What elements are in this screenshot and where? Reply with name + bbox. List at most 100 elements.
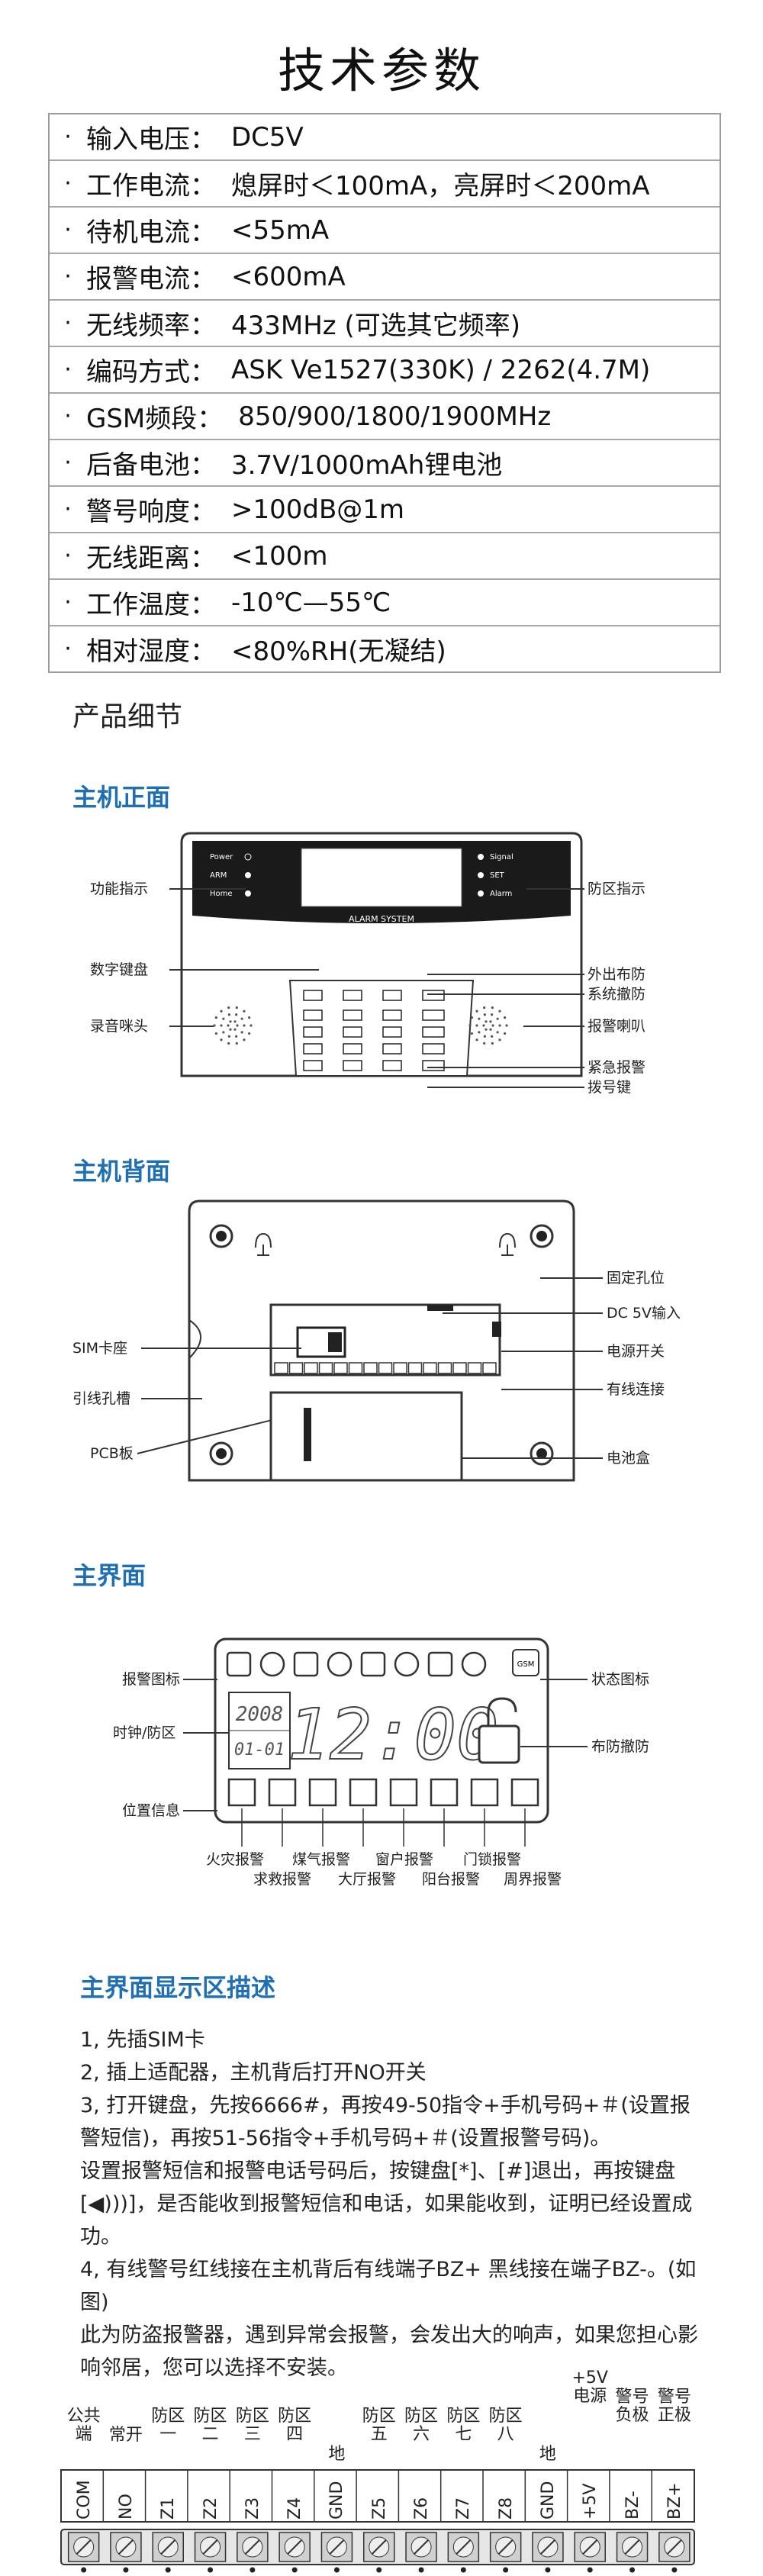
front-panel-diagram: Power ARM Home Signal SET Alarm ALARM SY… (180, 832, 583, 1077)
spec-row: · 编码方式： ASK Ve1527(330K) / 2262(4.7M) (50, 347, 720, 394)
spec-value: <80%RH(无凝结) (231, 636, 446, 667)
spec-row: ·输入电压：DC5V (50, 114, 720, 161)
function-indicator-label: 功能指示 (90, 881, 149, 897)
terminal-code: Z7 (454, 2497, 474, 2520)
wire-terminal (407, 1362, 423, 1374)
terminal-code: Z5 (369, 2497, 389, 2520)
bullet: · (64, 496, 72, 523)
sim-slot-label: SIM卡座 (72, 1340, 128, 1357)
mount-hole-label: 固定孔位 (607, 1270, 665, 1286)
spec-label: 工作温度： (86, 590, 216, 620)
svg-text:Home: Home (210, 890, 233, 898)
mic-label: 录音咪头 (90, 1018, 149, 1035)
instruction-line: 设置报警短信和报警电话号码后，按键盘[*]、[#]退出，再按键盘[◀)))]，是… (80, 2159, 693, 2249)
spec-row: ·工作温度：-10℃—55℃ (50, 580, 720, 626)
bullet: · (64, 356, 72, 383)
main-screen-heading: 主界面 (72, 1561, 146, 1590)
clock-zone-label: 时钟/防区 (113, 1724, 176, 1741)
svg-text:ALARM SYSTEM: ALARM SYSTEM (349, 914, 414, 924)
keypad-key (343, 1026, 362, 1038)
spec-value: 熄屏时＜100mA，亮屏时＜200mA (231, 171, 650, 201)
terminal-code: GND (327, 2481, 347, 2520)
spec-row: ·无线距离：<100m (50, 533, 720, 580)
spec-value: >100dB@1m (231, 494, 405, 525)
terminal-name: 防区一 (151, 2407, 185, 2444)
spec-label: GSM频段： (86, 404, 224, 434)
status-icon (226, 1651, 252, 1677)
terminal-name: 警号负极 (615, 2388, 649, 2425)
spec-label: 后备电池： (86, 450, 216, 481)
bullet: · (64, 310, 72, 336)
keypad-key (343, 990, 362, 1001)
bullet: · (64, 263, 72, 290)
terminal-name: 防区五 (362, 2407, 396, 2444)
bullet: · (64, 449, 72, 476)
spec-label: 报警电流： (86, 264, 216, 295)
svg-text:Signal: Signal (490, 853, 513, 861)
terminal-block (60, 2469, 695, 2573)
wire-terminal (304, 1362, 318, 1374)
bullet: · (64, 403, 72, 430)
status-icon (360, 1651, 386, 1677)
power-led-label: Power (210, 853, 233, 861)
zone-icon (430, 1778, 459, 1807)
keypad-key (382, 1043, 402, 1055)
terminal-code: BZ+ (665, 2482, 684, 2520)
zone-icon (227, 1778, 256, 1807)
terminal-name: 警号正极 (657, 2388, 691, 2425)
keypad-key (303, 1043, 323, 1055)
wire-terminal (467, 1362, 482, 1374)
zone-icon (389, 1778, 418, 1807)
instruction-line: 此为防盗报警器，遇到异常会报警，会发出大的响声，如果您担心影响邻居，您可以选择不… (80, 2323, 698, 2380)
terminal-code: Z2 (201, 2497, 221, 2520)
bullet: · (64, 543, 72, 569)
keypad-key (303, 1026, 323, 1038)
terminal-name: 常开 (108, 2426, 143, 2445)
terminal-code: Z3 (243, 2497, 262, 2520)
spec-value: <55mA (231, 214, 330, 246)
terminal-code: +5V (581, 2483, 600, 2520)
arm-disarm-label: 布防撤防 (591, 1738, 650, 1755)
svg-text:ARM: ARM (210, 871, 227, 880)
spec-row: · 相对湿度： <80%RH(无凝结) (50, 626, 720, 671)
product-detail-heading: 产品细节 (72, 701, 183, 733)
door-lock-alarm-label: 门锁报警 (463, 1851, 522, 1868)
terminal-name: 防区七 (446, 2407, 481, 2444)
sos-alarm-label: 求救报警 (253, 1871, 312, 1888)
spec-label: 编码方式： (86, 357, 216, 388)
terminal-name: 公共端 (66, 2407, 101, 2444)
perimeter-alarm-label: 周界报警 (504, 1871, 562, 1888)
bullet: · (64, 636, 72, 662)
bullet: · (64, 124, 72, 150)
spec-value: 433MHz (可选其它频率) (231, 311, 520, 341)
spec-value: ASK Ve1527(330K) / 2262(4.7M) (231, 354, 651, 385)
zone-icon (510, 1778, 539, 1807)
keypad-label: 数字键盘 (90, 961, 149, 978)
spec-row: ·后备电池：3.7V/1000mAh锂电池 (50, 440, 720, 487)
terminal-name: 地 (539, 2445, 556, 2464)
pcb-label: PCB板 (90, 1445, 134, 1462)
svg-text:2008: 2008 (236, 1703, 284, 1726)
spec-value: -10℃—55℃ (231, 587, 391, 618)
spec-row: ·待机电流：<55mA (50, 208, 720, 254)
wire-terminal (437, 1362, 452, 1374)
status-icon (327, 1651, 353, 1677)
status-icon (293, 1651, 319, 1677)
keypad-key (422, 1009, 445, 1021)
terminal-name: 防区六 (404, 2407, 439, 2444)
zone-indicator-label: 防区指示 (588, 881, 646, 897)
zone-icon (268, 1778, 297, 1807)
spec-label: 相对湿度： (86, 636, 216, 667)
keypad-key (422, 990, 445, 1001)
wire-terminal (482, 1362, 497, 1374)
terminal-name: 防区三 (235, 2407, 269, 2444)
zone-icon (349, 1778, 378, 1807)
terminal-code: Z8 (496, 2497, 516, 2520)
spec-label: 无线距离： (86, 543, 216, 574)
keypad-key (343, 1060, 362, 1071)
zone-icon (470, 1778, 499, 1807)
spec-label: 工作电流： (86, 171, 216, 201)
spec-row: ·GSM频段：850/900/1800/1900MHz (50, 394, 720, 440)
spec-value: <600mA (231, 261, 346, 292)
spec-row: ·工作电流：熄屏时＜100mA，亮屏时＜200mA (50, 161, 720, 208)
